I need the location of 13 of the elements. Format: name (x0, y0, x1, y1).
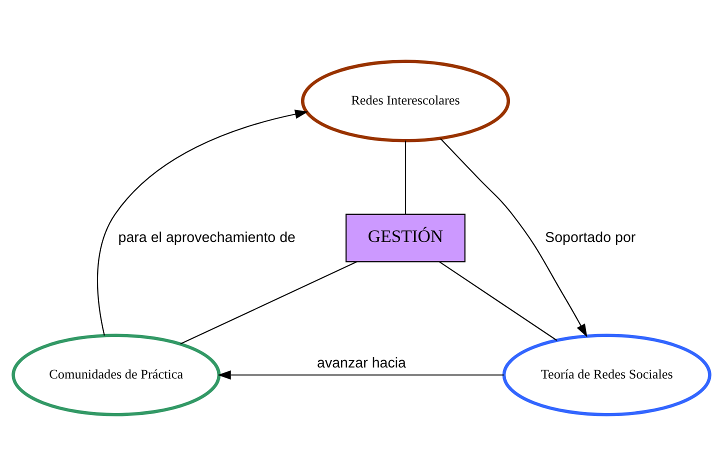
arrow (218, 370, 504, 380)
edge-label: Soportado por (545, 230, 636, 246)
node-ellipse: Comunidades de Práctica (12, 334, 221, 416)
edge-label: avanzar hacia (316, 356, 406, 372)
connector (180, 261, 358, 344)
node-ellipse: Redes Interescolares (300, 60, 510, 142)
node-ellipse: Teoría de Redes Sociales (502, 334, 712, 416)
connector (404, 140, 406, 214)
connector (438, 261, 558, 341)
edge-label: para el aprovechamiento de (118, 230, 296, 246)
arrow (97, 110, 308, 336)
node-box: GESTIÓN (346, 214, 466, 262)
arrow (440, 138, 588, 338)
